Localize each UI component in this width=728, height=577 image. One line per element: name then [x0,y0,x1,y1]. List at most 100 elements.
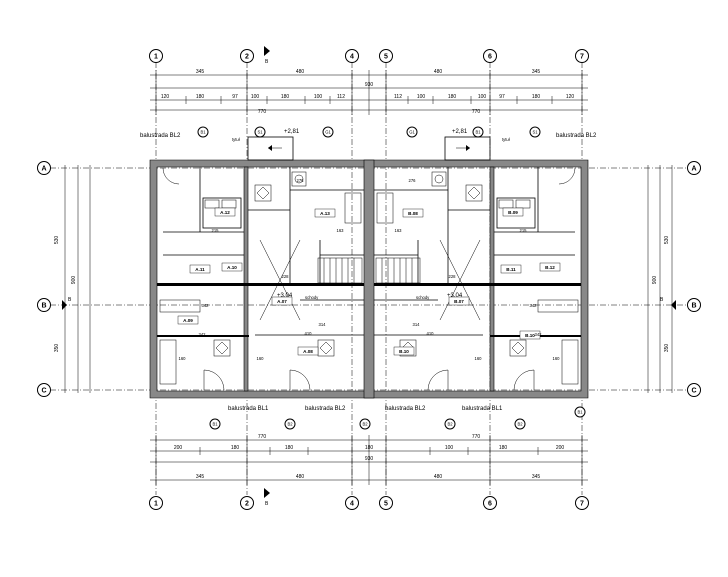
dim-left-3: 900 [71,276,77,285]
room-dimension: 342 [199,332,207,337]
element-tag-label: G1 [325,130,331,135]
section-label-left: B [68,297,72,303]
section-label-top: B [265,59,269,65]
room-dimension: 342 [535,332,543,337]
element-tag-B1: B1 [472,126,484,138]
element-tag-label: B1 [577,410,583,415]
section-label-bottom: B [265,501,269,507]
room-label: B.09 [508,210,518,215]
element-tag-label: B2 [287,422,293,427]
axis-label: 1 [154,501,158,508]
room-label: B.08 [408,211,418,216]
dim-top-segment: 180 [448,94,457,100]
element-tag-label: G1 [409,130,415,135]
room-tag-B.08: B.08 [402,208,424,218]
section-markers: B B B B [62,46,676,507]
axis-label: A [691,166,696,173]
axis-marker-col-6-bottom: 6 [483,496,497,510]
room-dimension: 160 [179,356,187,361]
room-dimension: 228 [282,274,290,279]
room-tag-B.09: B.09 [502,207,524,217]
room-dimension: 410 [427,331,435,336]
axis-label: 6 [488,54,492,61]
dim-top-segment: 120 [161,94,170,100]
dim-top-segment: 100 [478,94,487,100]
element-tag-G1: G1 [406,126,418,138]
dim-bottom-3: 480 [434,474,443,480]
room-tag-A.07: A.07 [271,296,293,306]
dim-bottom-segment: 180 [285,445,294,451]
room-dimension: 314 [413,322,421,327]
element-tag-S1: S1 [529,126,541,138]
dim-top-770-right: 770 [472,109,481,115]
level-mark-mid-left: +3,04 [277,293,293,299]
element-tag-G1: G1 [322,126,334,138]
axis-label: B [41,303,46,310]
axis-marker-row-C-left: C [37,383,51,397]
room-label: A.07 [277,299,287,304]
element-tag-label: B2 [362,422,368,427]
room-dimension: 160 [553,356,561,361]
axis-marker-row-A-right: A [687,161,701,175]
room-dimension: 163 [337,228,345,233]
dim-top-segment: 100 [314,94,323,100]
building-walls [149,159,589,399]
axis-marker-col-1-top: 1 [149,49,163,63]
dim-bottom-segment: 180 [499,445,508,451]
side-dimensions: 530 350 900 530 350 900 [54,165,673,393]
room-label: A.10 [227,265,237,270]
room-dimension: 276 [409,178,417,183]
axis-label: C [691,388,696,395]
interior-details [159,136,579,391]
axis-label: 2 [245,501,249,508]
axis-marker-col-5-top: 5 [379,49,393,63]
axis-marker-col-2-top: 2 [240,49,254,63]
dim-top-segment: 100 [417,94,426,100]
axis-label: A [41,166,46,173]
room-dimension: 228 [449,274,457,279]
room-label: B.10 [399,349,409,354]
level-mark-top-left: +2,81 [284,129,300,135]
room-dimension: 410 [305,331,313,336]
stair-label-right: schody [416,295,430,300]
axis-marker-col-2-bottom: 2 [240,496,254,510]
room-dimension: 160 [257,356,265,361]
room-dimension: 342 [202,303,210,308]
room-label: A.08 [303,349,313,354]
dim-bottom-segment: 180 [231,445,240,451]
room-dimension: 160 [475,356,483,361]
dim-top-segment: 180 [281,94,290,100]
dim-bottom-1: 345 [196,474,205,480]
axis-marker-col-7-bottom: 7 [575,496,589,510]
dim-bottom-total: 930 [365,456,374,462]
dim-bottom-segment: 180 [365,445,374,451]
room-tag-A.11: A.11 [189,264,211,274]
cover-label-right: tytuł [502,137,510,142]
dim-top-segment: 100 [251,94,260,100]
axis-marker-row-A-left: A [37,161,51,175]
cover-label-left: tytuł [232,137,240,142]
element-tag-label: B1 [212,422,218,427]
element-tag-B1: B1 [197,126,209,138]
axis-label: 6 [488,501,492,508]
axis-label: 2 [245,54,249,61]
axis-label: 1 [154,54,158,61]
element-tag-label: S1 [257,130,263,135]
element-tag-B2: B2 [444,418,456,430]
axis-marker-row-C-right: C [687,383,701,397]
dim-top-segment: 97 [232,94,238,100]
axis-marker-col-4-top: 4 [345,49,359,63]
element-tag-S1: S1 [254,126,266,138]
balustrade-label-bottom-4: balustrada BL1 [462,406,503,412]
axis-label: 7 [580,501,584,508]
room-label: B.07 [454,299,464,304]
axis-marker-col-7-top: 7 [575,49,589,63]
dim-top-segment: 112 [337,94,345,100]
axis-label: 4 [350,54,354,61]
room-tag-A.09: A.09 [177,315,199,325]
dim-bottom-2: 480 [296,474,305,480]
